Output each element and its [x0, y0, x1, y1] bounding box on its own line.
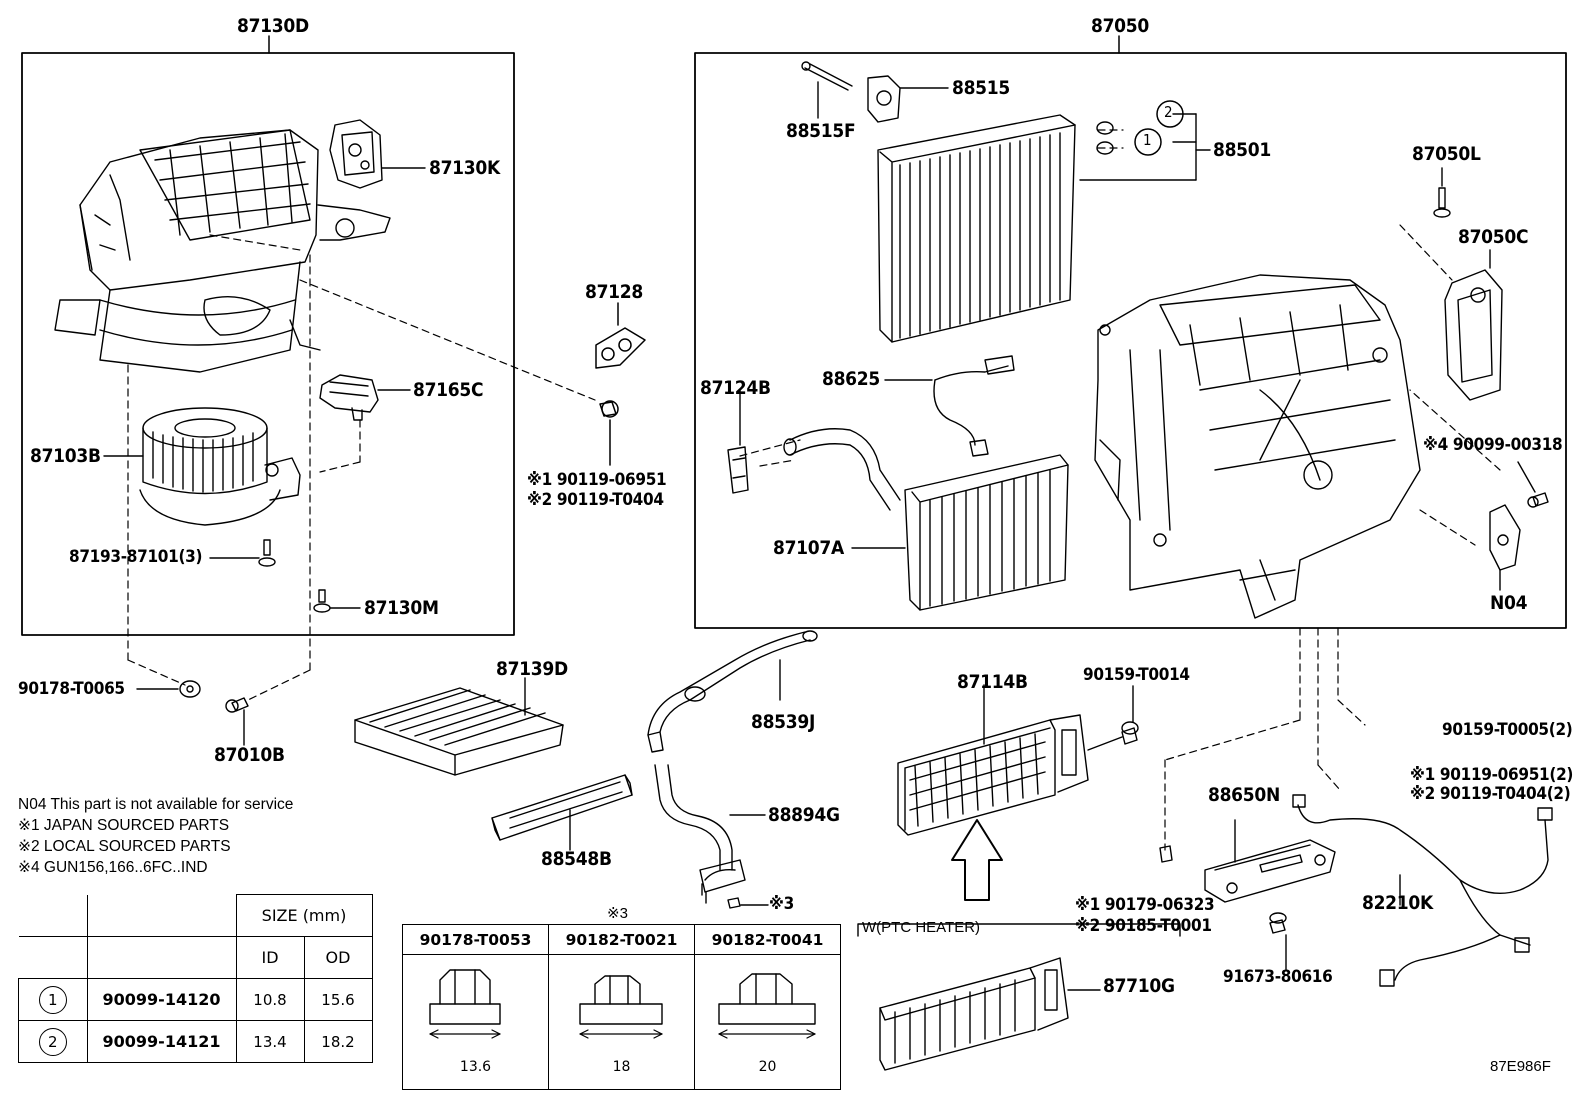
- note-n04: N04 This part is not available for servi…: [18, 796, 294, 813]
- label-90178-T0065: 90178-T0065: [18, 679, 125, 699]
- size-row-2-id: 13.4: [235, 1020, 305, 1063]
- label-88515F: 88515F: [786, 120, 856, 142]
- actuator-87130K: [329, 119, 426, 189]
- label-circle-2: 2: [1164, 103, 1173, 121]
- size-row-1-part: 90099-14120: [86, 978, 237, 1021]
- label-87050C: 87050C: [1458, 226, 1529, 248]
- nut-col-2: 90182-T0021: [548, 924, 695, 955]
- label-88539J: 88539J: [751, 711, 816, 733]
- label-87010B: 87010B: [214, 744, 285, 766]
- bolts-blower: [136, 539, 361, 746]
- col-id: ID: [235, 936, 305, 979]
- label-90099-00318: ※4 90099-00318: [1423, 435, 1563, 455]
- size-row-1-mark: 1: [18, 978, 88, 1021]
- module-88650N: [1159, 819, 1336, 971]
- dashed-leaders: [127, 129, 1501, 851]
- label-87124B: 87124B: [700, 377, 771, 399]
- label-90159-T0005: 90159-T0005(2): [1442, 720, 1573, 740]
- label-82210K: 82210K: [1362, 892, 1433, 914]
- seal-88548B: [491, 774, 633, 851]
- size-row-1-od: 15.6: [303, 978, 373, 1021]
- blower-housing: [54, 129, 391, 373]
- label-87165C: 87165C: [413, 379, 484, 401]
- size-row-2-mark: 2: [18, 1020, 88, 1063]
- size-row-2-part: 90099-14121: [86, 1020, 237, 1063]
- group-label-unit: 87050: [1091, 15, 1149, 37]
- size-row-2-od: 18.2: [303, 1020, 373, 1063]
- note-local: ※2 LOCAL SOURCED PARTS: [18, 838, 231, 855]
- blower-motor-87103B: [103, 407, 301, 526]
- drain-hose-88894G: [654, 764, 769, 909]
- nut-table: 90178-T0053 90182-T0021 90182-T0041 13.6…: [402, 924, 841, 1090]
- label-87107A: 87107A: [773, 537, 844, 559]
- diagram-code: 87E986F: [1490, 1058, 1551, 1075]
- up-arrow: [951, 819, 1003, 901]
- hvac-case-87050: [1094, 274, 1421, 619]
- label-N04: N04: [1490, 592, 1528, 614]
- ptc-heater-87114B: [897, 684, 1139, 836]
- nut-size-3: 20: [694, 954, 841, 1090]
- nut-col-3: 90182-T0041: [694, 924, 841, 955]
- heater-core-87107A: [727, 389, 1069, 611]
- label-87193: 87193-87101(3): [69, 547, 203, 567]
- label-ptc-heater: W(PTC HEATER): [862, 919, 981, 936]
- label-87114B: 87114B: [957, 671, 1028, 693]
- label-88650N: 88650N: [1208, 784, 1280, 806]
- label-87710G: 87710G: [1103, 975, 1175, 997]
- note-japan: ※1 JAPAN SOURCED PARTS: [18, 817, 230, 834]
- size-header: SIZE (mm): [235, 894, 373, 937]
- label-87139D: 87139D: [496, 658, 568, 680]
- label-k3: ※3: [769, 894, 794, 914]
- label-87128: 87128: [585, 281, 643, 303]
- col-od: OD: [303, 936, 373, 979]
- size-table: SIZE (mm) ID OD 1 90099-14120 10.8 15.6 …: [18, 894, 373, 1063]
- label-88515: 88515: [952, 77, 1010, 99]
- label-90119-T0404: ※2 90119-T0404: [527, 490, 664, 510]
- harness-82210K: [1292, 794, 1553, 987]
- label-90179-06323: ※1 90179-06323: [1075, 895, 1215, 915]
- label-circle-1: 1: [1143, 131, 1152, 149]
- unit-group-frame: [694, 52, 1567, 629]
- label-88501: 88501: [1213, 139, 1271, 161]
- label-90119-T0404-2: ※2 90119-T0404(2): [1410, 784, 1571, 804]
- nut-size-1: 13.6: [402, 954, 549, 1090]
- blower-group-frame: [21, 52, 515, 636]
- label-90119-06951: ※1 90119-06951: [527, 470, 667, 490]
- note-gun: ※4 GUN156,166..6FC..IND: [18, 859, 208, 876]
- label-88894G: 88894G: [768, 804, 840, 826]
- size-row-1-id: 10.8: [235, 978, 305, 1021]
- label-91673-80616: 91673-80616: [1223, 967, 1333, 987]
- label-90159-T0014: 90159-T0014: [1083, 665, 1190, 685]
- nut-size-2: 18: [548, 954, 695, 1090]
- actuator-87050C: [1433, 167, 1503, 401]
- ptc-heater-87710G: [857, 923, 1181, 1071]
- label-87130M: 87130M: [364, 597, 439, 619]
- label-87050L: 87050L: [1412, 143, 1481, 165]
- sensor-88625: [884, 355, 1015, 457]
- circle-1: [1134, 128, 1162, 156]
- bracket-N04: [1489, 461, 1549, 591]
- nut-col-1: 90178-T0053: [402, 924, 549, 955]
- label-88548B: 88548B: [541, 848, 612, 870]
- evaporator-88501: [877, 113, 1211, 343]
- resistor-87165C: [319, 374, 411, 421]
- label-90185-T0001: ※2 90185-T0001: [1075, 916, 1212, 936]
- label-87103B: 87103B: [30, 445, 101, 467]
- label-90119-06951-2: ※1 90119-06951(2): [1410, 765, 1574, 785]
- filter-87139D: [354, 677, 564, 776]
- label-87130K: 87130K: [429, 157, 500, 179]
- label-88625: 88625: [822, 368, 880, 390]
- circle-2: [1156, 100, 1184, 128]
- nut-table-title: ※3: [607, 905, 628, 922]
- expansion-valve-88515: [801, 61, 949, 123]
- group-label-blower: 87130D: [237, 15, 309, 37]
- drain-hose-88539J: [647, 630, 818, 753]
- grommet-87128: [595, 302, 646, 466]
